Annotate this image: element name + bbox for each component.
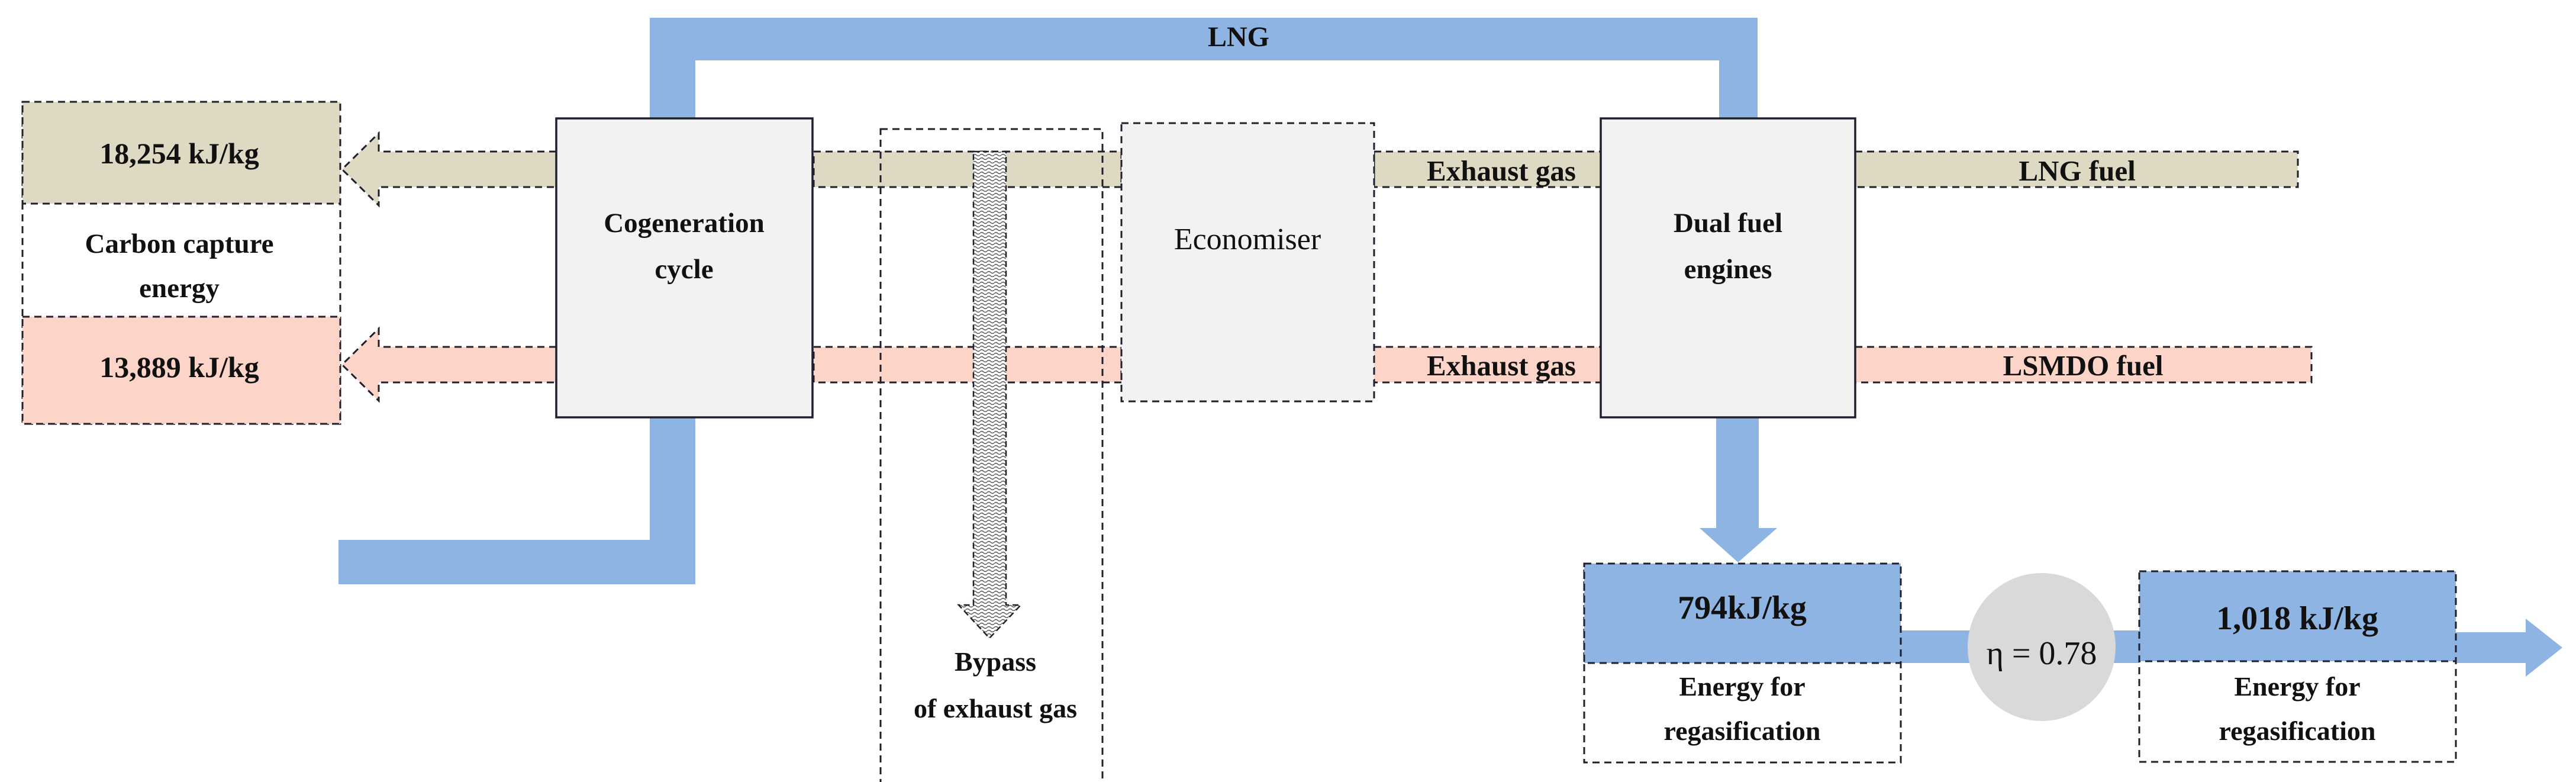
- regas-energy-box-2: [2138, 570, 2457, 662]
- carbon-capture-label-line1: Carbon capture: [85, 229, 274, 259]
- bypass-container: [879, 128, 1104, 782]
- lsmdo-fuel-label: LSMDO fuel: [2003, 349, 2164, 382]
- carbon-capture-label-line2: energy: [139, 273, 220, 304]
- lng-exhaust-band: [1373, 150, 1602, 188]
- lng-loop-flow: [650, 18, 1758, 118]
- economiser-box: [1120, 122, 1375, 403]
- regas-energy-box-1: [1583, 562, 1902, 664]
- economiser-label: Economiser: [1174, 223, 1321, 256]
- lng-return-flow: [338, 414, 695, 584]
- dual-fuel-engines-box: [1600, 117, 1856, 419]
- cogeneration-label-line1: Cogeneration: [604, 208, 765, 239]
- lng-exhaust-band-mid: [813, 150, 1123, 188]
- lng-energy-box: [21, 101, 341, 205]
- lsmdo-energy-value: 13,889 kJ/kg: [99, 350, 259, 384]
- bypass-label-line1: Bypass: [955, 646, 1036, 677]
- lsmdo-energy-box: [21, 316, 341, 425]
- lsmdo-energy-arrow: [340, 326, 557, 403]
- cogeneration-label-line2: cycle: [655, 254, 713, 285]
- dual-fuel-label-line2: engines: [1684, 254, 1772, 285]
- lng-energy-arrow: [340, 131, 557, 208]
- regas-energy-value-2: 1,018 kJ/kg: [2216, 600, 2378, 637]
- lng-fuel-label: LNG fuel: [2019, 155, 2135, 187]
- regas-label-2-line1: Energy for: [2234, 671, 2360, 701]
- engine-outlet-arrow: [1700, 418, 1777, 562]
- lsmdo-exhaust-band: [1373, 346, 1602, 384]
- regas-label-1-line2: regasification: [1664, 716, 1821, 746]
- exhaust-gas-lsmdo-label: Exhaust gas: [1427, 349, 1576, 382]
- dual-fuel-label-line1: Dual fuel: [1674, 208, 1782, 239]
- exhaust-gas-lng-label: Exhaust gas: [1427, 155, 1576, 187]
- cogeneration-box: [555, 117, 814, 419]
- lng-energy-value: 18,254 kJ/kg: [99, 137, 259, 170]
- lng-top-label: LNG: [1208, 21, 1269, 53]
- efficiency-label: η = 0.78: [1987, 635, 2097, 672]
- lsmdo-exhaust-band-mid: [813, 346, 1123, 384]
- regas-energy-value-1: 794kJ/kg: [1678, 590, 1807, 626]
- regas-label-2-line2: regasification: [2219, 716, 2376, 746]
- efficiency-circle: [1968, 573, 2116, 721]
- regas-label-1-line1: Energy for: [1679, 671, 1805, 701]
- bypass-arrow: [957, 150, 1023, 639]
- bypass-label-line2: of exhaust gas: [914, 693, 1077, 723]
- regas-output-arrow: [2456, 619, 2562, 677]
